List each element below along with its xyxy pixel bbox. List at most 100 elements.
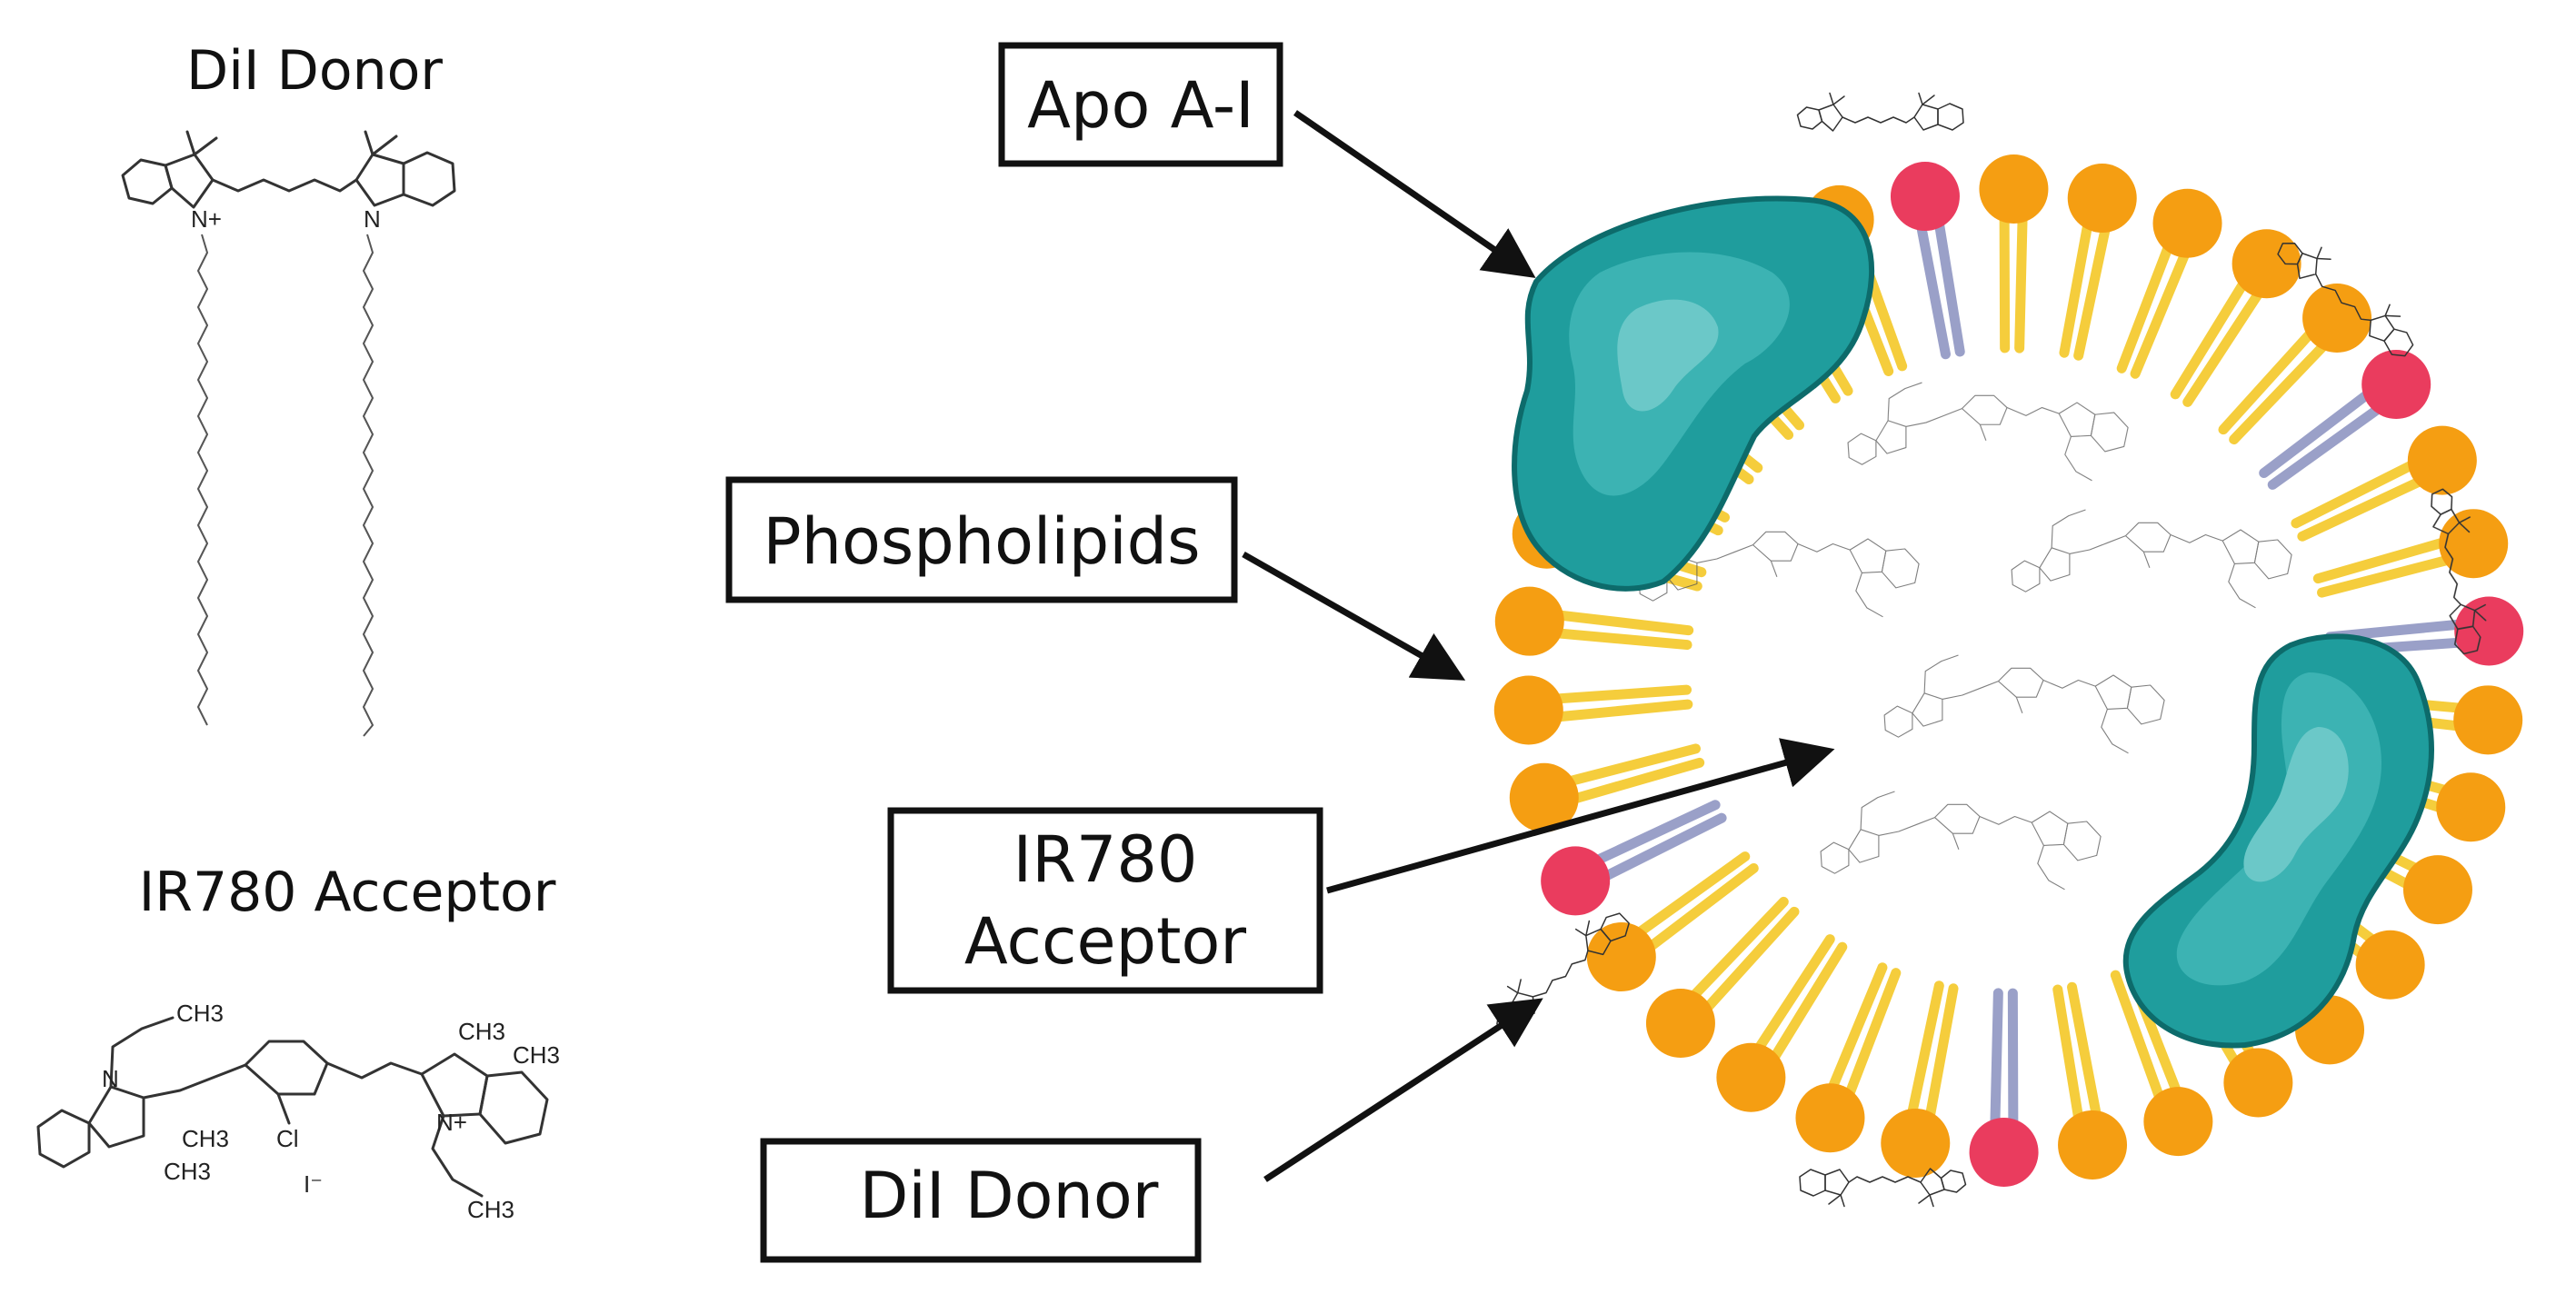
phospholipid-head [2302, 284, 2372, 353]
phospholipid-tail [2291, 459, 2419, 529]
phospholipid-tail [2110, 970, 2165, 1105]
phospholipid-tail [2170, 276, 2250, 400]
phospholipid-tail [2130, 246, 2192, 379]
phospholipid-head [2436, 772, 2506, 842]
dil-label-box [760, 1138, 1202, 1263]
phospholipid-tail [1551, 628, 1692, 651]
apo-arrow [1293, 110, 1536, 278]
phospholipid-tail [1687, 896, 1789, 1002]
phospholipid-tail [2317, 554, 2455, 598]
dil-tail [1915, 219, 1951, 360]
dil-tail [1933, 216, 1965, 357]
dil-surface-molecule [2277, 243, 2414, 357]
phospholipid-tail [1906, 980, 1944, 1120]
ir780-structure-panel: IR780 Acceptor N N+ Cl I⁻ CH3 CH3 [36, 861, 560, 1223]
phospholipid-tail [1826, 962, 1888, 1095]
dil-molecule-drawing: N+ N [121, 130, 456, 737]
ir780-ch3-right-2: CH3 [513, 1041, 560, 1069]
phospholipid-head [2439, 509, 2509, 579]
ir780-core-molecule [1883, 654, 2165, 754]
dil-arrow [1263, 998, 1543, 1182]
dil-n-plus-label: N+ [191, 205, 222, 233]
dil-surface-molecule [1796, 92, 1964, 132]
phospholipid-tail [2182, 286, 2265, 407]
dil-surface-molecule [1799, 1168, 1967, 1208]
ir780-ch3-mid-left-2: CH3 [164, 1158, 211, 1185]
ir780-ch3-right-1: CH3 [458, 1018, 505, 1045]
phospholipid-head [2407, 425, 2477, 495]
phospholipid-head [2402, 855, 2472, 925]
phospholipid-head [2058, 1110, 2128, 1180]
phospholipid-tail [1924, 983, 1959, 1123]
phospholipid-tail [2059, 218, 2093, 358]
phospholipid-head [1493, 675, 1563, 745]
phospholipid-tail [2116, 240, 2174, 373]
phospholipid-tail [1768, 941, 1848, 1065]
phospholipid-tail [1632, 851, 1751, 939]
ir780-core-molecule [1820, 791, 2102, 891]
ir780-ch3-bottom: CH3 [467, 1196, 514, 1223]
dil-donor-title: DiI Donor [186, 39, 443, 103]
phospholipid-tail [2052, 984, 2084, 1125]
phospholipid-tail [1643, 862, 1759, 953]
phospholipid-head [1645, 988, 1715, 1058]
phospholipid-tail [1563, 743, 1701, 787]
dil-tail [2007, 988, 2019, 1130]
phospholipid-head [2355, 930, 2425, 1000]
ir780-label-box [887, 807, 1323, 994]
dil-surface-molecule [2431, 488, 2487, 655]
ir780-n-label: N [102, 1065, 119, 1092]
phospholipid-tail [2218, 326, 2317, 435]
ir780-ch3-top: CH3 [176, 1000, 224, 1027]
apo-a1-protein-bottom-right [2122, 633, 2434, 1049]
ir780-core-molecule [1847, 382, 2129, 482]
dil-label-group: DiI Donor [760, 998, 1543, 1263]
phospholipid-tail [2312, 536, 2451, 584]
apo-label-box [998, 42, 1283, 167]
phospholipid-tail [1752, 934, 1835, 1055]
dil-head [2361, 349, 2431, 419]
ir780-acceptor-title: IR780 Acceptor [139, 861, 556, 924]
dil-head [2454, 596, 2524, 666]
dil-head [1541, 846, 1611, 916]
phospholipid-tail [2297, 475, 2427, 542]
phospholipid-head [1716, 1042, 1786, 1112]
phospholipid-head [1795, 1083, 1865, 1153]
phospholipid-head [1979, 154, 2049, 224]
phospholipids-label-box [725, 476, 1238, 603]
phospholipid-head [1509, 762, 1579, 832]
phospholipid-tail [1550, 684, 1692, 704]
ir780-cl-label: Cl [276, 1125, 299, 1152]
apo-label-group: Apo A-I [998, 42, 1536, 278]
phospholipid-head [1586, 922, 1656, 992]
phospholipid-tail [1843, 968, 1902, 1101]
phospholipid-head [2143, 1087, 2213, 1157]
dil-surface-molecules [1496, 92, 2487, 1208]
dil-head [1969, 1117, 2039, 1187]
dil-structure-panel: DiI Donor N+ N [121, 39, 456, 737]
phospholipid-head [2232, 229, 2301, 299]
phospholipid-tail [2067, 981, 2102, 1122]
ir780-molecule-drawing: N N+ Cl I⁻ CH3 CH3 CH3 CH3 CH3 CH3 [36, 1000, 560, 1223]
dil-tail [2259, 388, 2374, 479]
phospholipid-tail [2014, 211, 2028, 353]
ir780-core-molecule [2011, 509, 2292, 609]
apo-label-text: Apo A-I [1027, 68, 1254, 143]
ir780-ch3-mid-left: CH3 [182, 1125, 229, 1152]
apo-a1-protein-top-left [1512, 195, 1875, 592]
phospholipid-tail [2073, 221, 2112, 361]
ir780-iodide-label: I⁻ [304, 1170, 323, 1198]
phospholipid-head [2152, 188, 2222, 258]
ir780-arrow [1326, 738, 1835, 894]
phospholipid-head [2067, 164, 2137, 234]
phospholipid-tail [1701, 906, 1800, 1015]
phospholipid-tail [2229, 339, 2331, 445]
ir780-label-group: IR780 Acceptor [887, 738, 1835, 994]
phospholipid-head [1494, 586, 1564, 656]
phospholipids-label-group: Phospholipids [725, 476, 1466, 681]
dil-head [1890, 162, 1960, 232]
phospholipid-head [1881, 1108, 1951, 1178]
phospholipid-tail [1552, 699, 1693, 722]
ir780-label-line1: IR780 [1013, 822, 1198, 897]
